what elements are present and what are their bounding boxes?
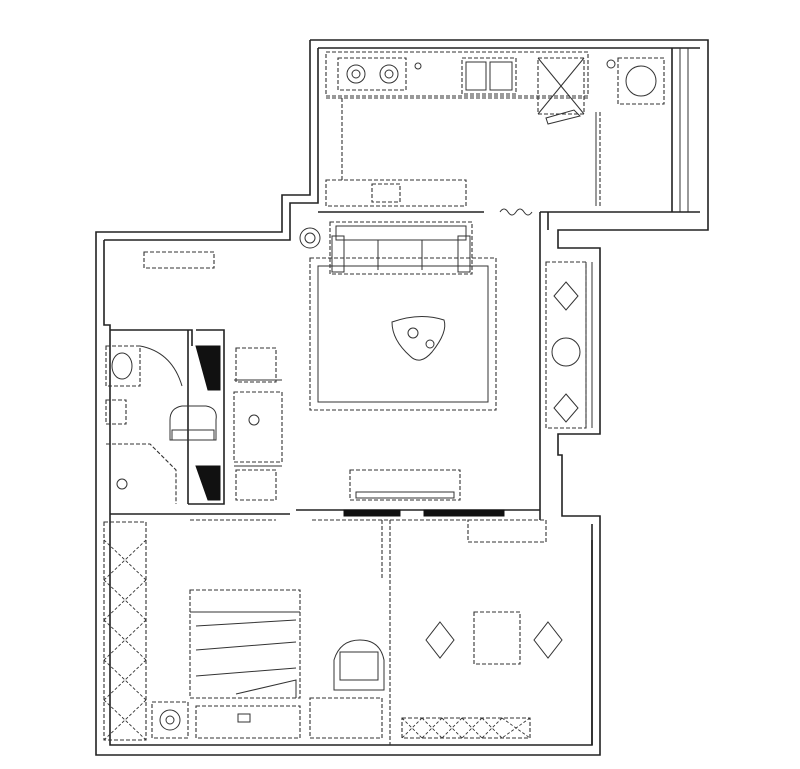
toilet [169,405,217,441]
cushion-icon [425,621,455,659]
lamp-icon [159,709,181,731]
dresser [195,705,301,739]
burner-icon [346,64,366,84]
dining-chair [235,469,277,501]
dining-area [143,251,283,501]
refrigerator [537,57,585,115]
living-room [296,221,540,521]
study-room [401,519,563,739]
sliding-door-track [343,509,401,517]
outer-walls [95,39,709,756]
bed [189,589,301,699]
window-seat [545,261,587,429]
floor-lamp-icon [299,227,321,249]
side-table [473,611,521,665]
cushion-icon [553,281,579,311]
dining-chair [235,347,277,383]
kitchen-counter [325,51,589,97]
flower-icon [407,327,419,339]
cushion-icon [551,337,581,367]
closet-panel [195,465,221,501]
flower-icon [248,414,260,426]
wardrobe [103,521,147,741]
dining-table [233,391,283,463]
cushion-icon [533,621,563,659]
burner-icon [379,64,399,84]
kitchen-sink [461,57,517,95]
cushion-icon [553,393,579,423]
door-swing [139,345,183,387]
closet-panel [195,345,221,391]
washer-drum-icon [625,65,657,97]
coffee-table [391,316,446,361]
area-rug [309,257,497,411]
shoe-cabinet [143,251,215,269]
sliding-door [499,208,533,216]
tv-cabinet [349,469,461,501]
bay-window [545,261,593,429]
bedroom [103,520,391,745]
nightstand [151,701,189,739]
stove [337,57,407,91]
shower-drain-icon [116,478,128,490]
balcony [539,48,700,520]
bay-window-seat [401,717,531,739]
kitchen-lower-counter [325,179,467,207]
kitchen [318,51,589,216]
armchair [333,639,385,691]
bathroom [105,329,290,521]
washbasin [105,345,141,387]
washer [617,57,665,105]
sofa [329,221,473,275]
